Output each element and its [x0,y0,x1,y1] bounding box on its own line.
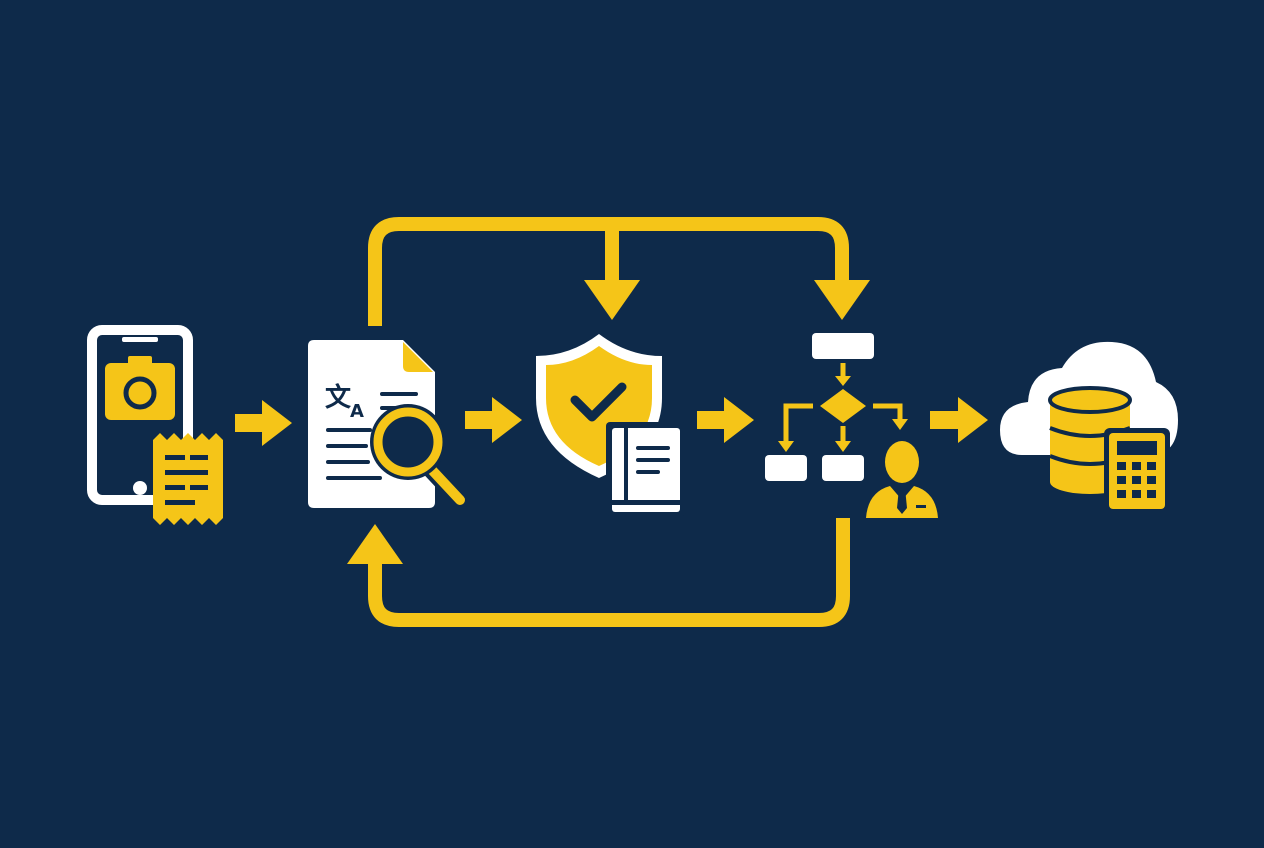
cloud-database-calculator-icon [1000,341,1178,514]
checkmark-icon [570,382,627,422]
arrow-right-icon [235,400,292,446]
book-icon [606,422,686,516]
phone-camera-receipt-icon [87,325,223,525]
folded-corner [403,342,433,372]
shield-check-book-icon [536,334,686,516]
loop-arrowhead-flowchart [814,280,870,320]
feedback-loop-top [368,217,849,326]
calculator-icon [1104,428,1170,514]
loop-arrowhead-shield [584,280,640,320]
loop-arrowhead-document [347,524,403,564]
person-icon [866,441,938,518]
receipt-icon [153,433,223,525]
arrow-right-icon [697,397,754,443]
feedback-loop-bottom [368,518,850,627]
translate-glyph-sub: A [350,401,364,422]
magnifier-icon [370,404,469,509]
translate-glyph-main: 文 [325,382,352,413]
camera-icon [105,363,175,420]
arrow-right-icon [930,397,988,443]
arrow-right-icon [465,397,522,443]
translate-document-search-icon: 文 A [308,340,469,509]
flowchart-person-icon [765,333,938,518]
